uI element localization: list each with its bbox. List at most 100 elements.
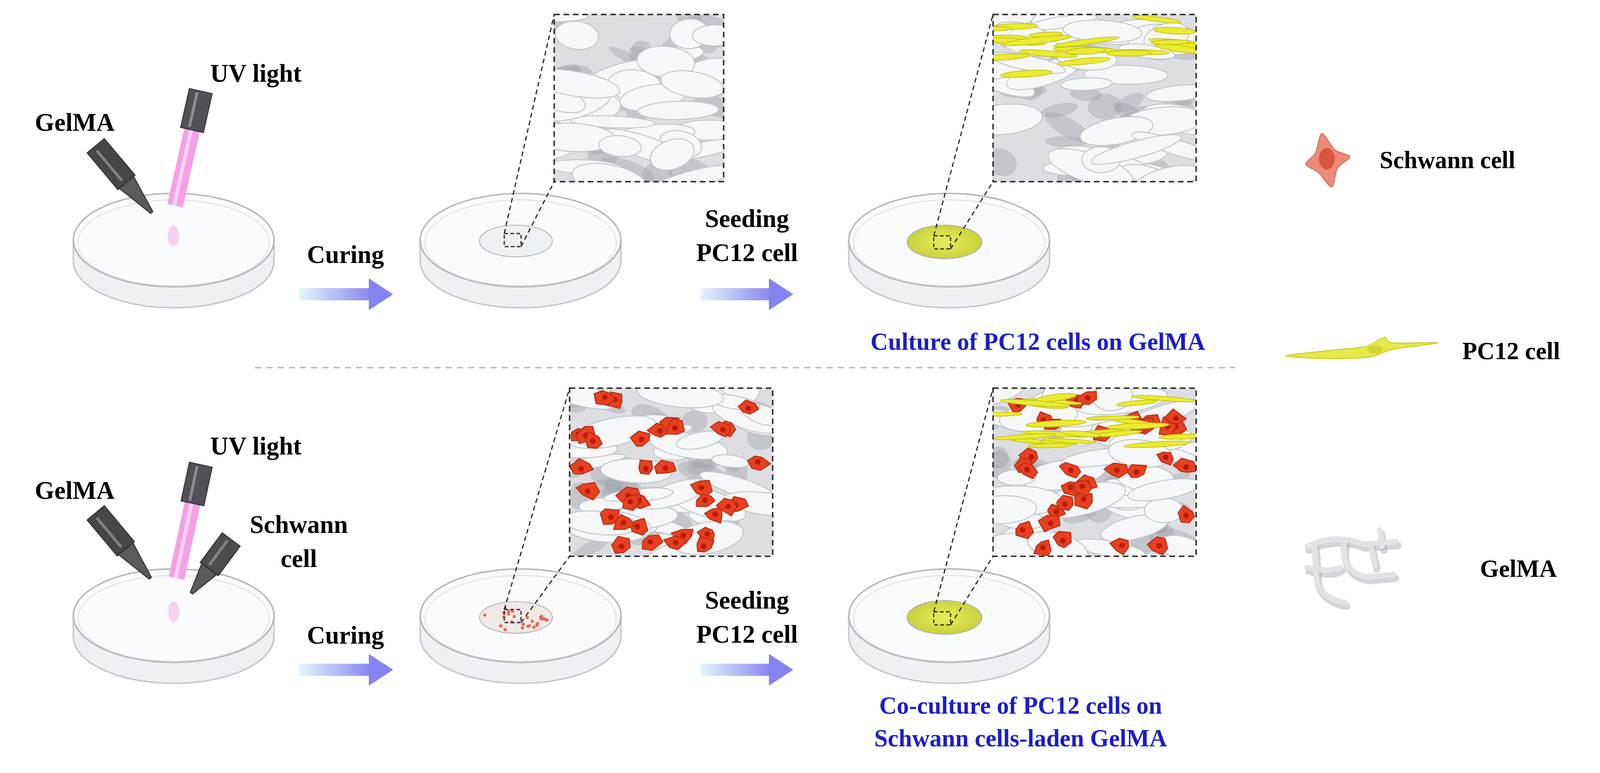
schwann-cell xyxy=(611,535,630,553)
arrow-shaft xyxy=(298,288,371,301)
material-label: GelMA xyxy=(35,473,115,508)
cell-nucleus xyxy=(1080,495,1087,502)
dish-inner-rim xyxy=(77,199,270,286)
cell-nucleus xyxy=(1183,464,1189,470)
cell-nucleus xyxy=(590,437,596,444)
schwann-cell xyxy=(690,480,713,497)
cell-nucleus xyxy=(1162,454,1169,460)
arrow-head xyxy=(368,653,394,686)
zoom-leader xyxy=(504,387,570,610)
arrow-head xyxy=(368,278,394,311)
schwann-cell xyxy=(1173,458,1197,473)
gelma-icon-strut xyxy=(1307,567,1340,571)
uv-beam-highlight xyxy=(173,500,194,579)
cell-nucleus xyxy=(1085,394,1091,401)
material-label: Schwann cell xyxy=(240,507,358,576)
pipette xyxy=(87,505,152,579)
pc12-cell xyxy=(1028,442,1072,448)
step-label: Curing xyxy=(306,237,384,272)
zoom-content xyxy=(554,14,724,182)
gel-ridge xyxy=(637,100,719,121)
pipette-highlight xyxy=(208,539,229,566)
dish-rim xyxy=(73,568,275,663)
pc12-cell xyxy=(1106,421,1170,430)
process-arrow xyxy=(700,653,794,686)
schwann-cell xyxy=(1127,464,1147,478)
cell-nucleus xyxy=(1047,520,1054,526)
gel-ridge xyxy=(554,18,601,52)
hydrogel-disc-seeded xyxy=(907,600,982,635)
cell-nucleus xyxy=(1060,537,1066,543)
gel-ridge xyxy=(691,24,724,47)
cell-nucleus xyxy=(585,488,591,494)
cell-nucleus xyxy=(601,394,608,401)
gel-ridge xyxy=(1133,160,1197,182)
schwann-cell xyxy=(710,421,730,438)
arrow-head xyxy=(768,653,794,686)
pc12-cell-icon xyxy=(1284,337,1438,359)
pc12-cell xyxy=(1150,39,1190,45)
zoom-source xyxy=(504,233,522,247)
pipette xyxy=(87,138,154,214)
arrow-head xyxy=(768,278,794,311)
cell-dot xyxy=(521,625,525,629)
pc12-cell xyxy=(993,432,1056,442)
zoom-frame xyxy=(993,14,1197,182)
uv-beam xyxy=(168,499,201,580)
dish-inner-rim xyxy=(424,199,617,286)
cell-nucleus xyxy=(725,503,731,509)
zoom-leader xyxy=(521,181,555,247)
petri-dish xyxy=(73,568,275,684)
schwann-cell xyxy=(1178,505,1195,523)
gel-ridge xyxy=(569,157,650,182)
schwann-cell xyxy=(1073,480,1092,496)
process-arrow xyxy=(700,278,794,311)
zoom-leader xyxy=(950,181,994,249)
uv-reflection xyxy=(168,225,180,247)
dish-inner-rim xyxy=(853,199,1045,286)
cell-nucleus xyxy=(1053,508,1059,515)
dish-rim xyxy=(420,568,621,663)
uv-lamp-highlight xyxy=(188,92,199,128)
dish-rim xyxy=(73,193,275,287)
gel-ridge xyxy=(1060,76,1113,92)
pc12-cell xyxy=(1066,46,1107,56)
zoom-frame xyxy=(554,14,724,182)
dish-inner-rim xyxy=(853,575,1045,662)
arrow-shaft xyxy=(700,663,771,676)
gel-ridge xyxy=(993,100,1044,138)
pc12-cell xyxy=(1061,429,1102,438)
cell-dot xyxy=(499,624,503,628)
gel-ridge xyxy=(646,133,699,176)
cell-nucleus xyxy=(1067,484,1074,490)
petri-dish xyxy=(73,193,275,308)
pc12-cell xyxy=(993,411,1023,416)
cell-dot xyxy=(545,618,549,622)
dish-inner-rim xyxy=(424,575,617,662)
cell-dot xyxy=(535,621,540,626)
uv-beam-highlight xyxy=(172,126,194,206)
condition-caption: Co-culture of PC12 cells on Schwann cell… xyxy=(833,689,1208,755)
gelma-icon-strut xyxy=(1343,541,1394,577)
cell-nucleus xyxy=(638,436,645,443)
cell-nucleus xyxy=(1068,467,1074,473)
gel-pore xyxy=(993,142,1022,182)
pipette-tip xyxy=(190,563,218,594)
cell-nucleus xyxy=(1156,542,1163,549)
instrument-label: UV light xyxy=(210,429,302,464)
cell-nucleus xyxy=(671,424,678,431)
cell-nucleus xyxy=(662,465,669,472)
petri-dish xyxy=(848,193,1050,308)
schwann-cell xyxy=(622,493,639,511)
pc12-cell xyxy=(1132,14,1182,25)
cell-nucleus xyxy=(745,405,752,412)
zoom-leader xyxy=(521,556,570,623)
pc12-cell xyxy=(1000,397,1071,409)
gelma-icon-strut xyxy=(1370,543,1375,565)
schwann-cell-nucleus xyxy=(1318,148,1335,170)
schwann-cell xyxy=(642,534,663,550)
cell-nucleus xyxy=(1040,544,1046,550)
process-arrow xyxy=(298,653,394,686)
schwann-cell xyxy=(697,536,715,552)
pc12-cell xyxy=(993,26,1012,32)
